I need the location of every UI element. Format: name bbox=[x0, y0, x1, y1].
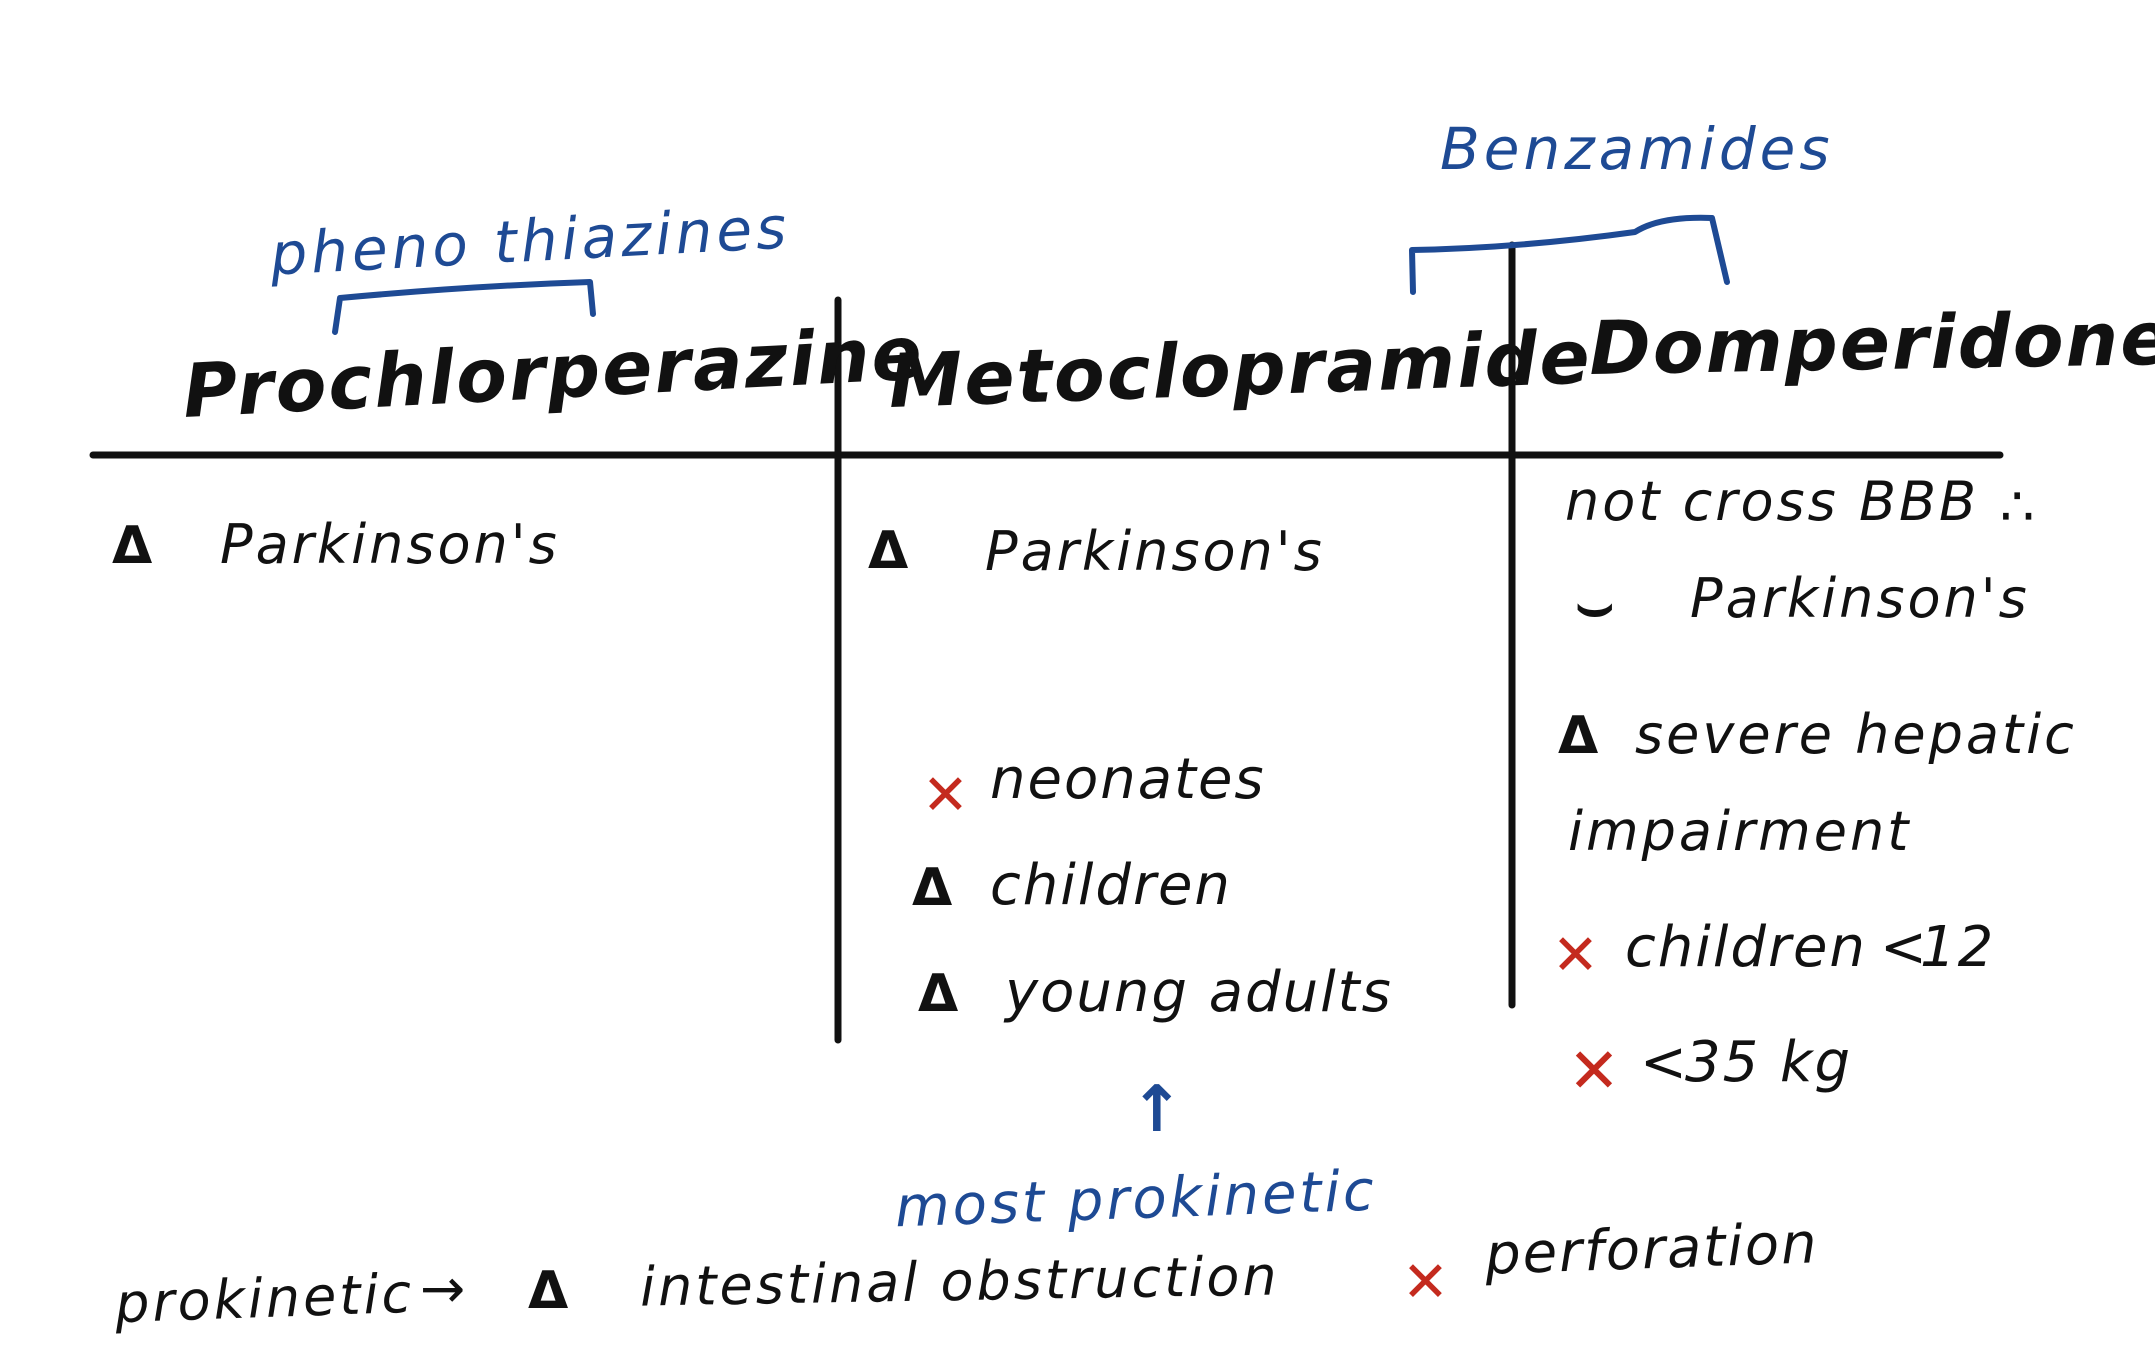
footer-prokinetic: prokinetic bbox=[113, 1261, 416, 1336]
domperidone-note-children: children bbox=[1625, 915, 1867, 980]
benzamides-bracket bbox=[1409, 214, 1730, 295]
cross-icon: ✕ bbox=[922, 763, 969, 828]
metoclopramide-note-children: children bbox=[990, 853, 1232, 918]
metoclopramide-note-young-adults: young adults bbox=[1005, 960, 1393, 1025]
caution-icon: Δ bbox=[912, 858, 953, 918]
footer-perforation: perforation bbox=[1483, 1211, 1820, 1288]
domperidone-note-35kg: 35 kg bbox=[1685, 1030, 1853, 1095]
metoclopramide-note-neonates: neonates bbox=[990, 747, 1266, 812]
cross-icon: ✕ bbox=[1552, 923, 1599, 988]
metoclopramide-note-parkinsons: Parkinson's bbox=[985, 520, 1325, 583]
caution-icon: Δ bbox=[918, 964, 959, 1024]
arrow-icon: → bbox=[420, 1257, 469, 1320]
prochlorperazine-note-parkinsons: Parkinson's bbox=[220, 513, 560, 576]
most-prokinetic-annotation: most prokinetic bbox=[893, 1158, 1378, 1241]
less-than-icon: < bbox=[1640, 1030, 1689, 1095]
caution-icon: Δ bbox=[868, 521, 909, 581]
domperidone-note-impairment: impairment bbox=[1568, 800, 1912, 863]
less-than-icon: < bbox=[1880, 915, 1929, 980]
cross-icon: ✕ bbox=[1568, 1034, 1620, 1107]
up-arrow-icon: ↑ bbox=[1130, 1073, 1184, 1147]
therefore-icon: ∴ bbox=[2000, 475, 2038, 538]
cross-icon: ✕ bbox=[1402, 1250, 1449, 1315]
domperidone-note-bbb: not cross BBB bbox=[1565, 470, 1980, 533]
phenothiazines-bracket bbox=[332, 279, 596, 335]
domperidone-note-age-12: 12 bbox=[1920, 915, 1996, 980]
domperidone-note-severe-hepatic: severe hepatic bbox=[1635, 703, 2077, 766]
caution-icon: Δ bbox=[112, 516, 153, 576]
benzamides-group-label: Benzamides bbox=[1440, 115, 1834, 183]
caution-icon: Δ bbox=[528, 1261, 569, 1321]
caution-icon: Δ bbox=[1558, 706, 1599, 766]
heading-domperidone: Domperidone bbox=[1588, 295, 2155, 392]
footer-intestinal-obstruction: intestinal obstruction bbox=[639, 1244, 1281, 1319]
smile-icon: ⌣ bbox=[1575, 570, 1615, 640]
domperidone-note-parkinsons: Parkinson's bbox=[1690, 567, 2030, 630]
